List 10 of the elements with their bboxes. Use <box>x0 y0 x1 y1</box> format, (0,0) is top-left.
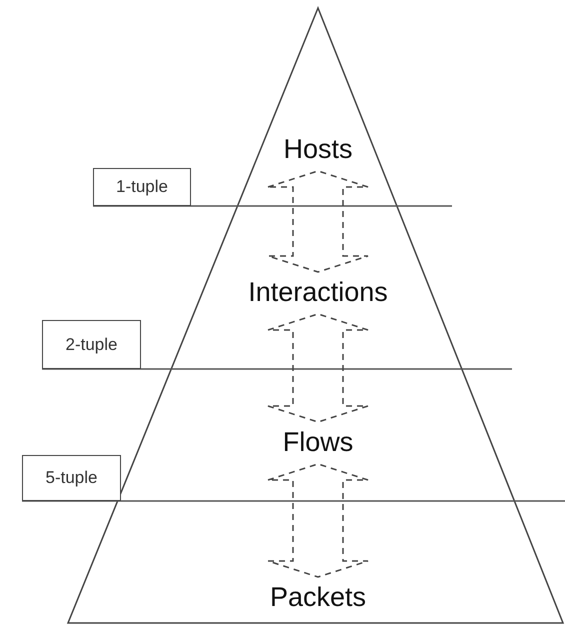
layer-label: Flows <box>282 428 354 458</box>
double-block-arrow <box>267 170 369 273</box>
layer-label: Interactions <box>248 278 388 308</box>
tuple-box: 1-tuple <box>93 168 191 206</box>
layer-label: Packets <box>270 583 366 613</box>
tuple-box: 5-tuple <box>22 455 121 501</box>
tuple-box: 2-tuple <box>42 320 141 369</box>
layer-label: Hosts <box>283 135 353 165</box>
double-block-arrow <box>267 313 369 423</box>
double-block-arrow <box>267 463 369 578</box>
